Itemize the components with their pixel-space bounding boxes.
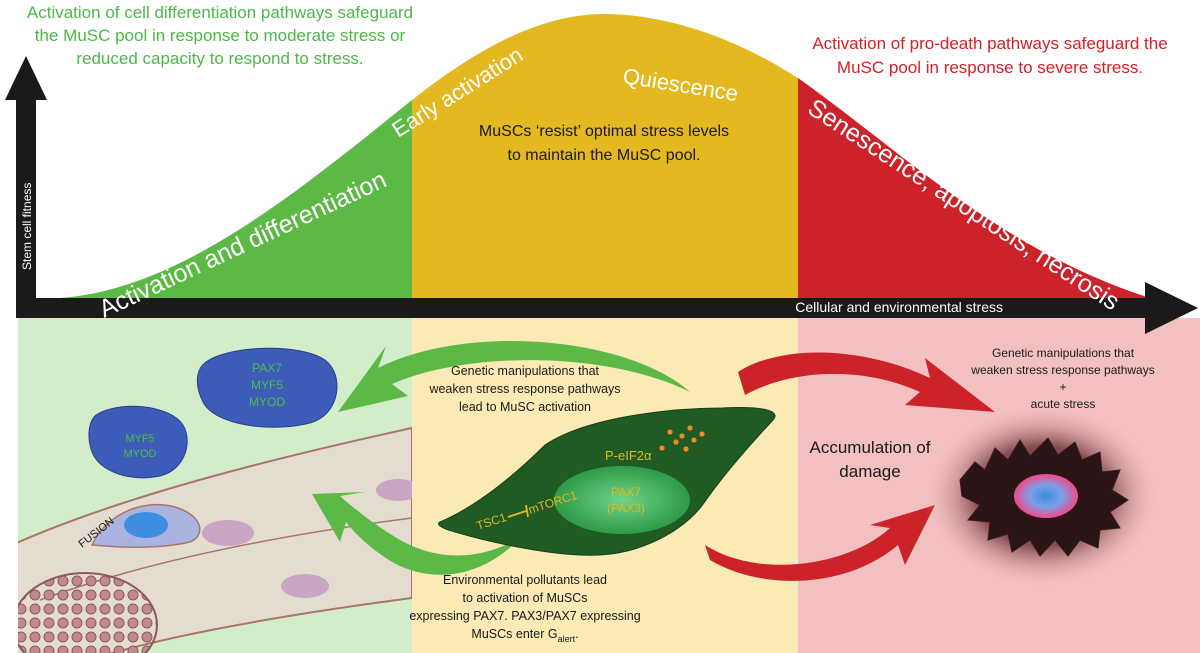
large-cell-labels: PAX7 MYF5 MYOD (249, 361, 285, 409)
environmental-text: Environmental pollutants lead to activat… (409, 573, 640, 644)
yellow-region-line: to maintain the MuSC pool. (508, 147, 701, 164)
environmental-line-part: MuSCs enter G (471, 627, 557, 641)
genetic-red-text: Genetic manipulations that weaken stress… (970, 346, 1154, 411)
yellow-region-line: MuSCs ‘resist’ optimal stress levels (479, 123, 729, 140)
small-cell-labels: MYF5 MYOD (124, 433, 157, 460)
phospho-granules (659, 425, 705, 452)
genetic-red-line: weaken stress response pathways (970, 363, 1154, 377)
green-curve-region (60, 100, 412, 298)
small-cell-label: MYF5 (125, 433, 154, 445)
granule (699, 431, 705, 437)
accumulation-line: damage (839, 462, 900, 481)
p-eif2a-label: P-eIF2α (605, 448, 652, 463)
fiber-nucleus (376, 479, 412, 501)
environmental-line-last: MuSCs enter Galert. (471, 627, 578, 644)
yellow-region-text: MuSCs ‘resist’ optimal stress levels to … (479, 123, 729, 164)
red-note-line: MuSC pool in response to severe stress. (837, 58, 1143, 77)
granule (683, 446, 689, 452)
y-axis-label: Stem cell fitness (20, 183, 34, 270)
g-alert-subscript: alert (558, 634, 576, 644)
x-axis-label: Cellular and environmental stress (795, 299, 1003, 315)
y-axis-arrowhead (5, 56, 47, 100)
genetic-green-line: weaken stress response pathways (428, 382, 620, 396)
large-cell-label: MYF5 (251, 378, 283, 392)
muscle-fiber (18, 426, 412, 653)
fiber-nucleus (202, 520, 254, 546)
environmental-line: to activation of MuSCs (462, 591, 587, 605)
small-cell-label: MYOD (124, 448, 157, 460)
fusing-cell-nucleus (124, 512, 168, 538)
large-activated-cell (196, 347, 338, 428)
environmental-line: Environmental pollutants lead (443, 573, 607, 587)
inhibition-arrow (507, 504, 529, 518)
red-arrow-upper (738, 352, 995, 412)
red-arrow-lower (705, 505, 935, 581)
environmental-line: expressing PAX7. PAX3/PAX7 expressing (409, 609, 640, 623)
large-cell-label: MYOD (249, 395, 285, 409)
granule (687, 425, 693, 431)
pax3-label: (PAX3) (607, 501, 645, 515)
genetic-green-text: Genetic manipulations that weaken stress… (428, 364, 620, 414)
dying-cell-nucleus (1014, 474, 1078, 518)
granule (691, 437, 697, 443)
y-axis (16, 80, 36, 312)
green-note-line: Activation of cell differentiation pathw… (27, 3, 413, 22)
granule (673, 439, 679, 445)
g-alert-suffix: . (575, 627, 578, 641)
accumulation-text: Accumulation of damage (810, 438, 931, 481)
large-cell-label: PAX7 (252, 361, 282, 375)
granule (667, 429, 673, 435)
pax7-label: PAX7 (611, 485, 641, 499)
x-axis (16, 298, 1156, 318)
red-curve-region (798, 78, 1150, 298)
genetic-red-line: Genetic manipulations that (992, 346, 1135, 360)
genetic-green-line: Genetic manipulations that (451, 364, 600, 378)
fiber-nucleus (281, 574, 329, 598)
green-arrow-lower (312, 492, 520, 575)
yellow-curve-region (412, 14, 798, 298)
genetic-green-line: lead to MuSC activation (459, 400, 591, 414)
granule (659, 445, 665, 451)
x-axis-arrowhead (1145, 282, 1198, 334)
genetic-red-line: + (1059, 380, 1066, 394)
red-note-line: Activation of pro-death pathways safegua… (812, 34, 1167, 53)
fiber-cross-section (18, 572, 158, 653)
accumulation-line: Accumulation of (810, 438, 931, 457)
green-note-line: the MuSC pool in response to moderate st… (35, 26, 406, 45)
green-note-line: reduced capacity to respond to stress. (76, 49, 363, 68)
green-arrow-upper (338, 341, 690, 412)
granule (679, 433, 685, 439)
red-header-note: Activation of pro-death pathways safegua… (812, 34, 1167, 77)
small-activated-cell (88, 405, 188, 479)
musc-nucleus (554, 466, 690, 534)
green-header-note: Activation of cell differentiation pathw… (27, 3, 413, 68)
